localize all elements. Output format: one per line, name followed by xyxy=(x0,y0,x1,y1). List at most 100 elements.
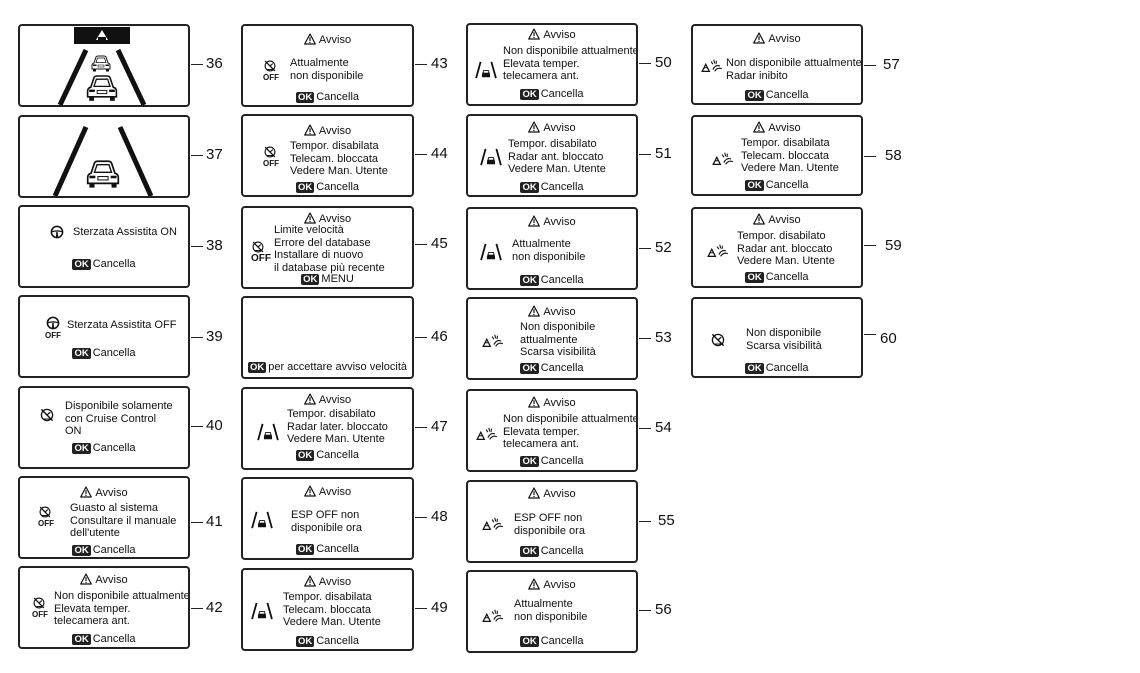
radar-sensor-icon xyxy=(476,427,498,440)
callout-number: 45 xyxy=(431,235,448,252)
message-line: Vedere Man. Utente xyxy=(741,162,839,174)
warning-header: Avviso xyxy=(243,393,412,407)
callout-number: 59 xyxy=(885,237,902,254)
message-text: Tempor. disabilata Telecam. bloccata Ved… xyxy=(290,140,388,178)
ok-key-icon: OK xyxy=(295,92,315,103)
message-line: Telecam. bloccata xyxy=(290,152,379,165)
warning-header: Avviso xyxy=(468,487,636,501)
action-label: Cancella xyxy=(540,88,584,100)
callout-number: 60 xyxy=(880,330,897,347)
panel-57: Avviso Non disponibile attualmente Radar… xyxy=(691,24,863,105)
message-line: Disponibile solamente xyxy=(65,400,173,412)
callout-number: 41 xyxy=(206,513,223,530)
warning-title: Avviso xyxy=(318,394,352,406)
action-label: Cancella xyxy=(316,91,360,103)
radar-sensor-icon xyxy=(707,244,729,257)
message-line: Tempor. disabilata xyxy=(283,591,372,603)
off-label: OFF xyxy=(38,519,54,528)
ok-key-icon: OK xyxy=(72,443,91,454)
callout-number: 46 xyxy=(431,328,448,345)
message-text: Tempor. disabilato Radar later. bloccato… xyxy=(287,408,388,446)
message-text: Tempor. disabilato Radar ant. bloccato V… xyxy=(508,138,606,176)
action-label: Cancella xyxy=(765,271,809,283)
callout-line xyxy=(639,521,651,522)
message-line: Attualmente xyxy=(512,238,571,250)
warning-title: Avviso xyxy=(543,579,576,591)
callout-number: 37 xyxy=(206,146,223,163)
ok-key-icon: OK xyxy=(72,348,91,359)
message-line: con Cruise Control xyxy=(65,412,157,425)
callout-line xyxy=(864,334,876,335)
callout-line xyxy=(639,610,651,611)
warning-header: Avviso xyxy=(243,124,412,138)
callout-line xyxy=(864,65,876,66)
message-text: Non disponibile attualmente Elevata temp… xyxy=(54,590,190,628)
panel-50: Avviso Non disponibile attualmente Eleva… xyxy=(466,23,638,106)
ok-key-icon: OK xyxy=(520,275,539,286)
lane-car-icon xyxy=(480,243,502,261)
message-text: Non disponibile attualmente Scarsa visib… xyxy=(520,321,596,359)
warning-title: Avviso xyxy=(543,216,576,228)
message-line: Sterzata Assistita OFF xyxy=(67,319,177,331)
panel-47: Avviso Tempor. disabilato Radar later. b… xyxy=(241,387,414,470)
warning-triangle-icon xyxy=(528,121,541,133)
warning-title: Avviso xyxy=(543,29,576,41)
warning-triangle-icon xyxy=(80,573,93,585)
message-line: Non disponibile attualmente xyxy=(54,590,190,602)
ok-key-icon: OK xyxy=(745,180,764,191)
warning-triangle-icon xyxy=(753,32,766,44)
warning-triangle-icon xyxy=(528,305,541,317)
message-text: ESP OFF non disponibile ora xyxy=(291,509,362,534)
warning-header: Avviso xyxy=(468,396,636,410)
action-label: Cancella xyxy=(92,347,136,359)
message-text: Limite velocità Errore del database Inst… xyxy=(274,224,385,274)
callout-line xyxy=(415,244,427,245)
callout-number: 48 xyxy=(431,508,448,525)
message-line: Vedere Man. Utente xyxy=(508,163,606,175)
callout-line xyxy=(191,64,203,65)
radar-sensor-icon xyxy=(482,517,504,530)
warning-header: Avviso xyxy=(243,485,412,499)
callout-line xyxy=(639,338,651,339)
message-line: dell'utente xyxy=(70,527,120,539)
warning-title: Avviso xyxy=(768,214,801,226)
warning-triangle-icon xyxy=(303,575,316,587)
message-line: non disponibile xyxy=(512,250,586,263)
message-text: Non disponibile attualmente Radar inibit… xyxy=(726,57,861,82)
warning-header: Avviso xyxy=(693,121,861,135)
action-label: Cancella xyxy=(765,89,809,101)
warning-triangle-icon xyxy=(303,393,316,405)
warning-title: Avviso xyxy=(318,576,352,588)
warning-triangle-icon xyxy=(528,215,541,227)
panel-37 xyxy=(18,115,190,198)
action-label: Cancella xyxy=(540,635,584,647)
message-text: Sterzata Assistita ON xyxy=(73,226,177,239)
message-line: Sterzata Assistita ON xyxy=(73,226,177,238)
ok-key-icon: OK xyxy=(72,545,91,556)
callout-number: 58 xyxy=(885,147,902,164)
message-line: Attualmente xyxy=(290,57,349,69)
callout-number: 50 xyxy=(655,54,672,71)
message-text: Tempor. disabilata Telecam. bloccata Ved… xyxy=(283,591,381,629)
callout-number: 49 xyxy=(431,599,448,616)
message-line: Radar inibito xyxy=(726,69,788,82)
callout-line xyxy=(191,246,203,247)
callout-number: 47 xyxy=(431,418,448,435)
callout-number: 53 xyxy=(655,329,672,346)
message-line: Tempor. disabilato xyxy=(287,408,376,420)
panel-59: Avviso Tempor. disabilato Radar ant. blo… xyxy=(691,207,863,288)
warning-header: Avviso xyxy=(243,212,412,226)
warning-triangle-icon xyxy=(528,487,541,499)
action-label: Cancella xyxy=(92,633,136,645)
warning-title: Avviso xyxy=(543,488,576,500)
message-line: disponibile ora xyxy=(291,521,362,534)
warning-title: Avviso xyxy=(318,34,352,46)
panel-40: Disponibile solamente con Cruise Control… xyxy=(18,386,190,469)
warning-title: Avviso xyxy=(318,486,352,498)
